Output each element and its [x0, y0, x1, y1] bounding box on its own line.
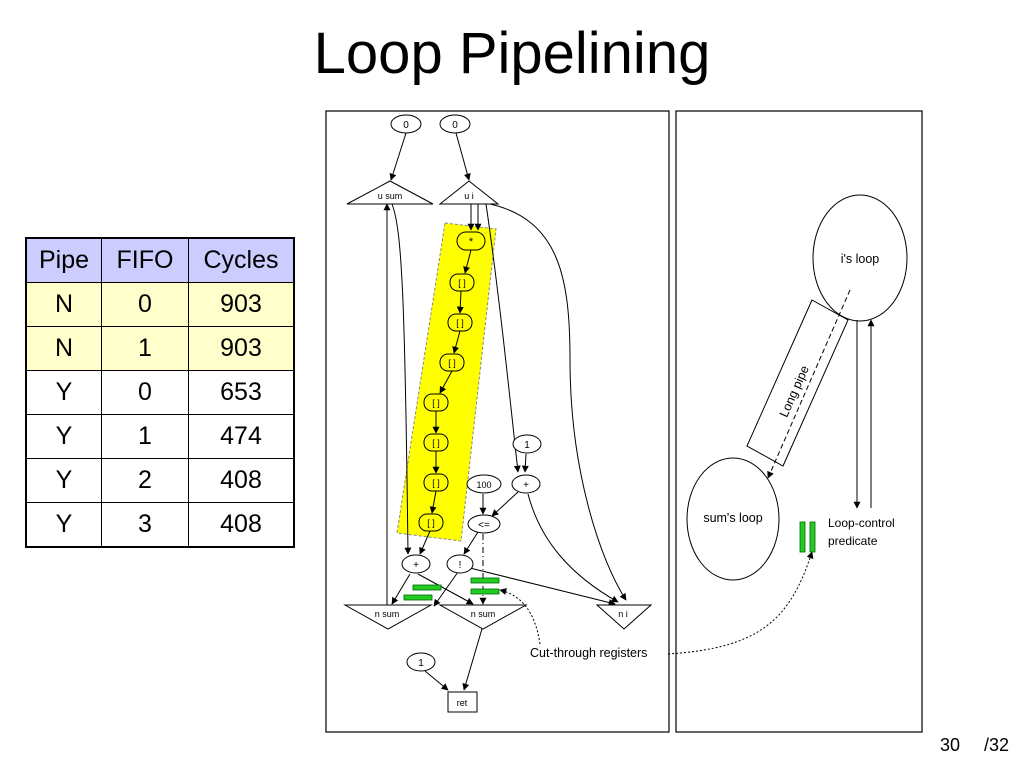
index-node: [ ] — [439, 353, 465, 372]
table-header-row: Pipe FIFO Cycles — [25, 237, 295, 283]
cell-pipe: Y — [25, 502, 102, 548]
index-node: [ ] — [423, 433, 449, 452]
cell-cycles: 903 — [188, 282, 295, 327]
table-row: N 0 903 — [25, 282, 295, 327]
cell-cycles: 408 — [188, 458, 295, 503]
eta-sum-left-node: n sum — [343, 604, 433, 630]
page-total: /32 — [984, 735, 1010, 755]
svg-text:1: 1 — [418, 658, 424, 669]
svg-text:+: + — [523, 480, 529, 491]
table-row: N 1 903 — [25, 326, 295, 371]
page-number: 30 — [940, 735, 961, 755]
svg-text:i's loop: i's loop — [841, 252, 880, 266]
svg-text:[ ]: [ ] — [448, 358, 456, 368]
i-loop-node: i's loop — [812, 194, 908, 322]
mu-i-node: u i — [438, 180, 500, 205]
loop-control-edges — [853, 319, 875, 509]
svg-text:n sum: n sum — [375, 609, 400, 619]
cut-through-label: Cut-through registers — [530, 646, 647, 660]
svg-text:n sum: n sum — [471, 609, 496, 619]
predicate-label-line1: Loop-control — [828, 516, 895, 530]
svg-text:ret: ret — [457, 698, 468, 708]
cell-fifo: 3 — [101, 502, 189, 548]
svg-text:*: * — [469, 236, 474, 248]
predicate-label-line2: predicate — [828, 534, 878, 548]
svg-text:u i: u i — [464, 191, 474, 201]
cut-through-pointer — [499, 588, 541, 645]
index-node: [ ] — [418, 513, 444, 532]
svg-text:!: ! — [459, 560, 462, 571]
svg-text:[ ]: [ ] — [458, 278, 466, 288]
cell-fifo: 0 — [101, 370, 189, 415]
cell-cycles: 903 — [188, 326, 295, 371]
register-group-right — [470, 577, 500, 595]
cell-cycles: 653 — [188, 370, 295, 415]
ret-node: ret — [447, 691, 478, 713]
cell-cycles: 408 — [188, 502, 295, 548]
const-node-1: 1 — [512, 434, 542, 454]
svg-text:1: 1 — [524, 440, 530, 451]
header-fifo: FIFO — [101, 237, 189, 283]
cell-cycles: 474 — [188, 414, 295, 459]
svg-text:u sum: u sum — [378, 191, 403, 201]
dataflow-panel — [325, 110, 670, 733]
const-node-100: 100 — [466, 474, 502, 494]
index-node: [ ] — [447, 313, 473, 332]
svg-text:[ ]: [ ] — [456, 318, 464, 328]
index-node: [ ] — [423, 473, 449, 492]
results-table: Pipe FIFO Cycles N 0 903 N 1 903 Y 0 653… — [25, 237, 295, 548]
cell-fifo: 2 — [101, 458, 189, 503]
svg-text:sum's loop: sum's loop — [703, 511, 762, 525]
svg-text:+: + — [413, 560, 419, 571]
cell-fifo: 1 — [101, 326, 189, 371]
const-node-0a: 0 — [390, 114, 422, 134]
mul-node: * — [456, 231, 486, 251]
not-node: ! — [446, 554, 474, 574]
add-sum-node: + — [401, 554, 431, 574]
sum-loop-node: sum's loop — [686, 457, 780, 581]
header-pipe: Pipe — [25, 237, 102, 283]
register-group-predicate — [799, 521, 816, 553]
index-node: [ ] — [449, 273, 475, 292]
svg-text:0: 0 — [403, 120, 409, 131]
const-node-1-ret: 1 — [406, 652, 436, 672]
const-node-0b: 0 — [439, 114, 471, 134]
long-pipe: Long pipe — [746, 289, 851, 479]
svg-text:100: 100 — [476, 480, 491, 490]
cell-pipe: N — [25, 326, 102, 371]
cell-fifo: 0 — [101, 282, 189, 327]
index-node: [ ] — [423, 393, 449, 412]
table-row: Y 2 408 — [25, 458, 295, 503]
svg-text:[ ]: [ ] — [427, 518, 435, 528]
svg-text:[ ]: [ ] — [432, 438, 440, 448]
svg-text:<=: <= — [478, 520, 490, 531]
eta-sum-right-node: n sum — [438, 604, 528, 630]
register-group-left — [403, 584, 442, 601]
svg-text:n i: n i — [618, 609, 628, 619]
svg-text:[ ]: [ ] — [432, 398, 440, 408]
cell-pipe: Y — [25, 370, 102, 415]
cell-fifo: 1 — [101, 414, 189, 459]
eta-i-node: n i — [595, 604, 653, 630]
mu-sum-node: u sum — [346, 180, 434, 205]
table-row: Y 1 474 — [25, 414, 295, 459]
cell-pipe: Y — [25, 458, 102, 503]
table-row: Y 0 653 — [25, 370, 295, 415]
add-i-node: + — [511, 474, 541, 494]
svg-text:[ ]: [ ] — [432, 478, 440, 488]
compare-node: <= — [467, 514, 501, 534]
svg-text:0: 0 — [452, 120, 458, 131]
table-row: Y 3 408 — [25, 502, 295, 548]
slide-title: Loop Pipelining — [313, 21, 711, 86]
